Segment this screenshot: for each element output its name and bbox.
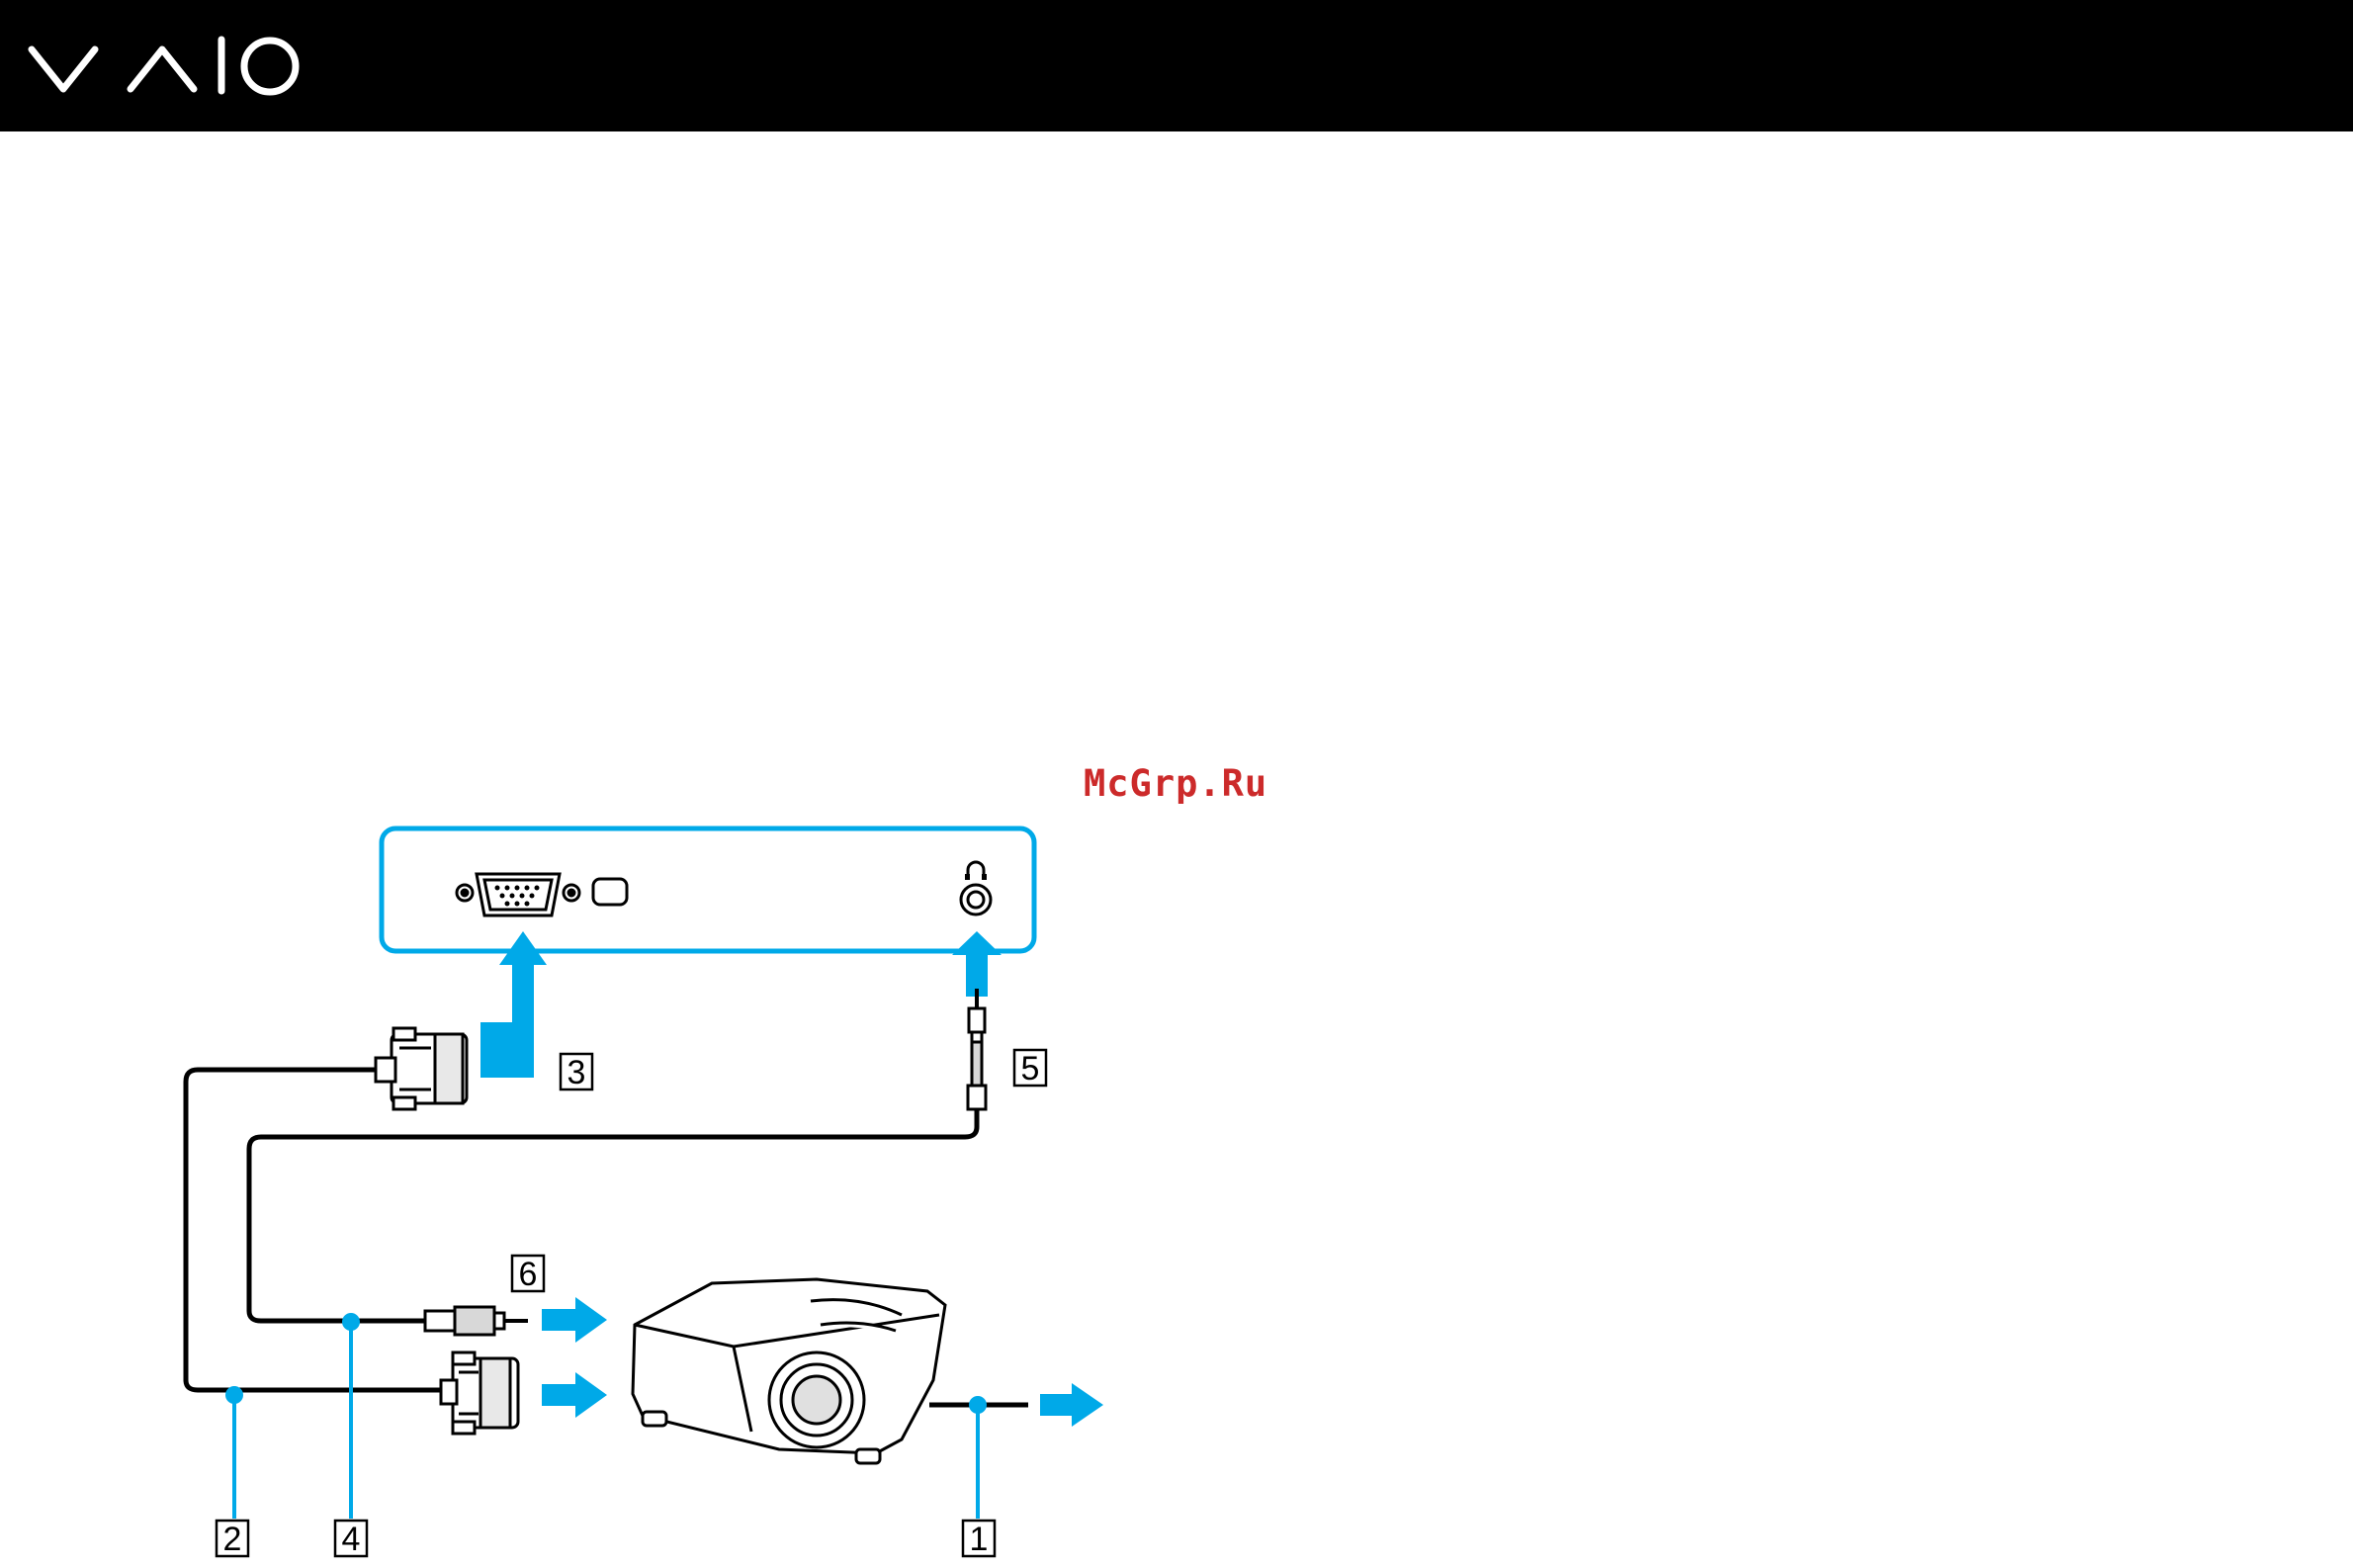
callout-5-label: 5 xyxy=(1021,1050,1040,1088)
audio-plug-bottom-icon xyxy=(425,1307,528,1335)
callout-1-label: 1 xyxy=(970,1521,989,1558)
callout-6: 6 xyxy=(512,1256,544,1293)
vga-plug-top-icon xyxy=(376,1028,467,1109)
callout-1: 1 xyxy=(963,1521,995,1558)
audio-plug-top-icon xyxy=(968,989,986,1109)
projector-icon xyxy=(633,1279,1028,1463)
callout-2-label: 2 xyxy=(223,1521,242,1558)
callout-6-label: 6 xyxy=(519,1256,538,1293)
computer-monitor-port-icon xyxy=(457,874,627,915)
insert-arrow-headphone xyxy=(952,931,1002,997)
callout-4-label: 4 xyxy=(342,1521,361,1558)
insert-arrow-projector-video xyxy=(542,1372,607,1418)
callout-3: 3 xyxy=(561,1054,592,1091)
callout-3-label: 3 xyxy=(567,1054,586,1091)
display-cable xyxy=(186,1070,441,1390)
callout-4: 4 xyxy=(335,1521,367,1558)
callout-2: 2 xyxy=(217,1521,248,1558)
callout-5: 5 xyxy=(1014,1050,1046,1088)
vga-plug-bottom-icon xyxy=(441,1352,518,1434)
insert-arrow-projector-audio xyxy=(542,1297,607,1343)
headphone-jack-icon xyxy=(961,862,991,915)
output-arrow-projector xyxy=(1040,1383,1103,1427)
